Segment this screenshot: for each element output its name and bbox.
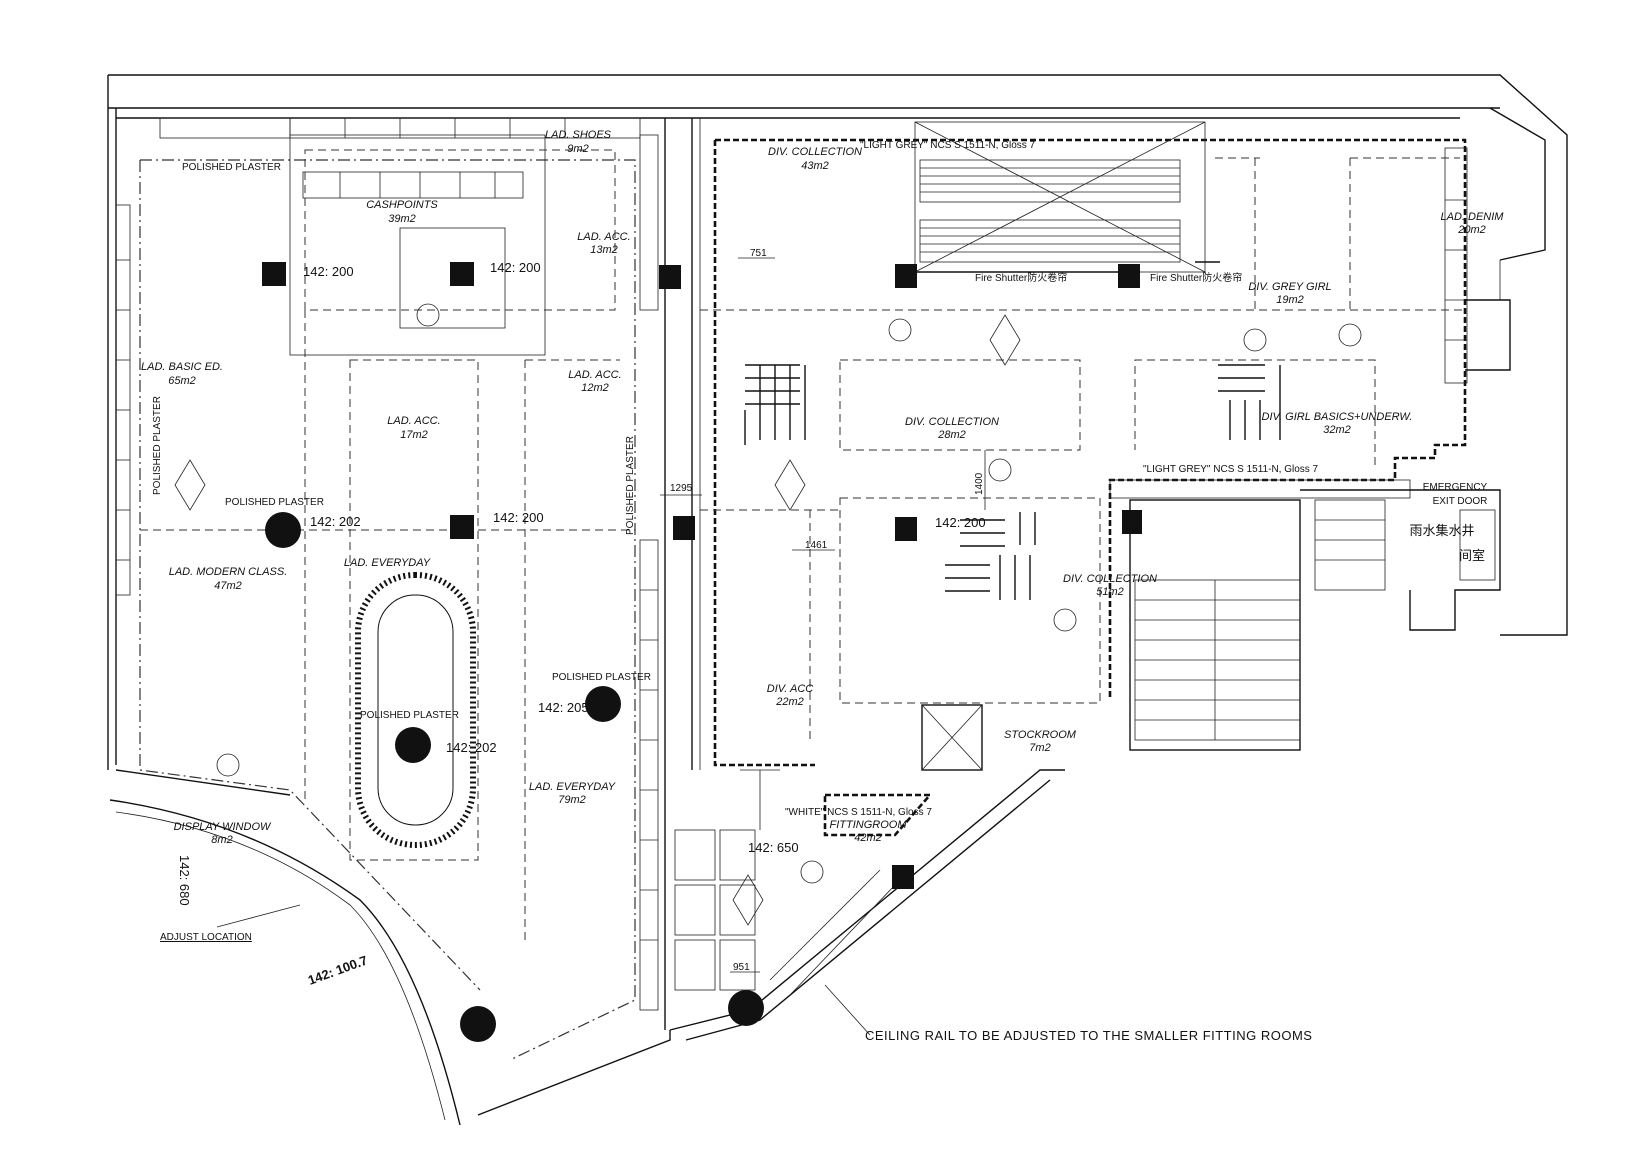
ladies-area-boundary (139, 159, 636, 1061)
level-value: 142: 202 (446, 740, 497, 755)
dim-value: 1295 (670, 483, 693, 494)
zone-name: LAD. BASIC ED. (141, 361, 223, 373)
zone-name: DIV. GREY GIRL (1248, 281, 1331, 293)
zone-area: 39m2 (388, 213, 416, 225)
zone-name: DIV. ACC (767, 683, 814, 695)
paint-note: "WHITE" NCS S 1511-N, Gloss 7 (785, 807, 932, 818)
paint-note: "LIGHT GREY" NCS S 1511-N, Gloss 7 (860, 140, 1036, 151)
level-markers (174, 303, 1362, 926)
zone-area: 12m2 (581, 382, 609, 394)
zone-name: LAD. EVERYDAY (344, 557, 431, 569)
zone-name: LAD. SHOES (545, 129, 612, 141)
zone-area: 42m2 (854, 832, 882, 844)
level-value: 142: 202 (310, 514, 361, 529)
emergency-label: EMERGENCY (1423, 482, 1488, 493)
zone-name: STOCKROOM (1004, 729, 1077, 741)
level-value: 142: 200 (490, 260, 541, 275)
ladies-zone-outlines (140, 149, 635, 940)
zone-name: LAD. ACC. (387, 415, 440, 427)
zone-area: 8m2 (211, 834, 232, 846)
level-value: 142: 205 (538, 700, 589, 715)
zone-area: 22m2 (775, 696, 804, 708)
finish-tag: POLISHED PLASTER (182, 162, 281, 173)
dim-value: 1400 (974, 472, 985, 495)
zone-area: 7m2 (1029, 742, 1050, 754)
cashpoint-block (289, 134, 546, 356)
adjust-location-note: ADJUST LOCATION (160, 932, 252, 943)
zone-area: 43m2 (801, 160, 829, 172)
finish-tag: POLISHED PLASTER (360, 710, 459, 721)
zone-area: 79m2 (558, 794, 586, 806)
dimension-values: 751 1295 1400 1461 951 (670, 248, 985, 973)
dim-value: 1461 (805, 540, 828, 551)
zone-name: LAD. ACC. (568, 369, 621, 381)
exit-door-label: EXIT DOOR (1433, 496, 1488, 507)
zone-name: DISPLAY WINDOW (174, 821, 272, 833)
columns (262, 262, 1142, 1042)
chinese-room-label: 间室 (1459, 548, 1485, 563)
level-value: 142: 200 (303, 264, 354, 279)
zone-area: 51m2 (1096, 586, 1124, 598)
back-of-house (674, 704, 983, 996)
zone-labels: LAD. SHOES 9m2 CASHPOINTS 39m2 LAD. ACC.… (141, 129, 1504, 846)
zone-name: DIV. COLLECTION (905, 416, 999, 428)
zone-name: DIV. COLLECTION (768, 146, 862, 158)
zone-area: 9m2 (567, 143, 588, 155)
rail-units (744, 364, 1281, 600)
finish-tag: POLISHED PLASTER (152, 396, 163, 495)
zone-area: 28m2 (937, 429, 966, 441)
division-area (700, 121, 1511, 767)
zone-name: FITTINGROOM (830, 819, 908, 831)
level-value: 142: 650 (748, 840, 799, 855)
dim-value: 951 (733, 962, 750, 973)
level-value: 142: 200 (493, 510, 544, 525)
zone-area: 20m2 (1457, 224, 1486, 236)
chinese-room-label: 雨水集水井 (1409, 523, 1474, 538)
zone-area: 17m2 (400, 429, 428, 441)
paint-notes: "LIGHT GREY" NCS S 1511-N, Gloss 7 "LIGH… (785, 140, 1319, 818)
finish-tags: POLISHED PLASTER POLISHED PLASTER POLISH… (152, 162, 651, 721)
zone-name: DIV. GIRL BASICS+UNDERW. (1262, 411, 1413, 423)
paint-note: "LIGHT GREY" NCS S 1511-N, Gloss 7 (1143, 464, 1319, 475)
zone-name: LAD. DENIM (1441, 211, 1505, 223)
escalator-steps (919, 159, 1181, 263)
level-value: 142: 200 (935, 515, 986, 530)
level-value: 142: 100.7 (306, 952, 370, 987)
zone-area: 65m2 (168, 375, 196, 387)
dim-value: 751 (750, 248, 767, 259)
zone-name: LAD. MODERN CLASS. (169, 566, 288, 578)
emergency-exit: EMERGENCY EXIT DOOR 雨水集水井 间室 (1409, 482, 1487, 563)
zone-name: CASHPOINTS (366, 199, 438, 211)
finish-tag: POLISHED PLASTER (225, 497, 324, 508)
level-value: 142: 680 (177, 855, 192, 906)
zone-area: 47m2 (214, 580, 242, 592)
zone-area: 19m2 (1276, 294, 1304, 306)
zone-name: DIV. COLLECTION (1063, 573, 1157, 585)
zone-name: LAD. ACC. (577, 231, 630, 243)
zone-name: LAD. EVERYDAY (529, 781, 616, 793)
ceiling-rail-note: CEILING RAIL TO BE ADJUSTED TO THE SMALL… (865, 1028, 1312, 1043)
shutter-note: Fire Shutter防火卷帘 (1150, 271, 1242, 284)
dimension-lines (216, 257, 986, 1036)
stair-core (1129, 489, 1501, 751)
finish-tag: POLISHED PLASTER (625, 436, 636, 535)
zone-area: 32m2 (1323, 424, 1351, 436)
shutter-note: Fire Shutter防火卷帘 (975, 271, 1067, 284)
zone-area: 13m2 (590, 244, 618, 256)
finish-tag: POLISHED PLASTER (552, 672, 651, 683)
oval-display (355, 572, 476, 848)
notes: Fire Shutter防火卷帘 Fire Shutter防火卷帘 ADJUST… (160, 271, 1312, 1043)
